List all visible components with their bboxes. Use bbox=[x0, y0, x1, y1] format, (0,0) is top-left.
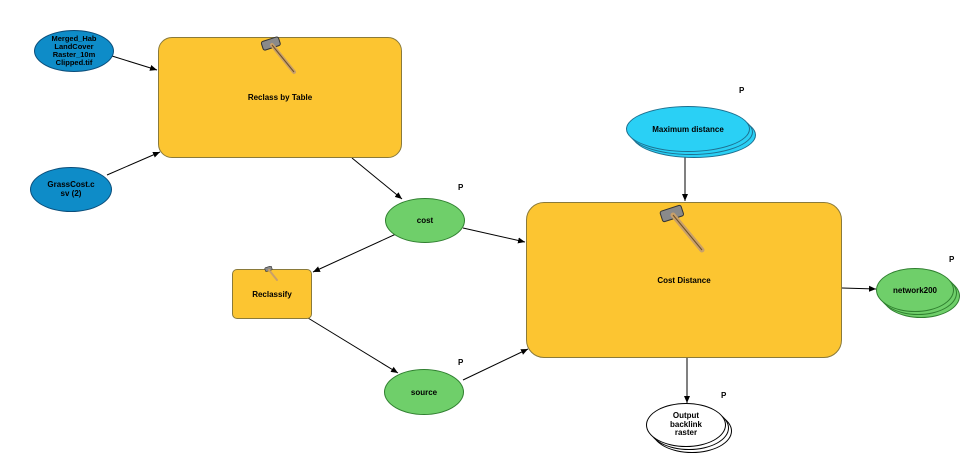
connector-reclassify-to-source bbox=[307, 317, 399, 374]
maximum-distance-label: Maximum distance bbox=[652, 124, 724, 134]
output-backlink-label-line: Output bbox=[672, 411, 700, 421]
cost-label: cost bbox=[416, 216, 434, 225]
parameter-marker: P bbox=[458, 183, 464, 192]
connector-merged-to-reclass bbox=[111, 55, 158, 71]
source-variable-node[interactable]: source bbox=[384, 369, 464, 415]
output-backlink-label-line: raster bbox=[674, 428, 698, 438]
hammer-icon bbox=[264, 266, 278, 281]
hammer-icon bbox=[260, 36, 296, 74]
network200-label: network200 bbox=[892, 285, 938, 295]
grass-cost-label-line: sv (2) bbox=[60, 188, 82, 198]
connector-cost-to-costdistance bbox=[462, 227, 526, 244]
merged-hab-label-line: Raster_10m bbox=[52, 50, 96, 59]
source-label: source bbox=[410, 387, 438, 397]
network200-output-node[interactable]: network200 bbox=[876, 268, 954, 312]
reclassify-tool[interactable]: Reclassify bbox=[232, 269, 312, 319]
merged-hab-raster-node[interactable]: Merged_Hab LandCover Raster_10m Clipped.… bbox=[34, 30, 114, 72]
output-backlink-raster-node[interactable]: Output backlink raster bbox=[646, 403, 726, 447]
merged-hab-label-line: Merged_Hab bbox=[51, 34, 97, 44]
parameter-marker: P bbox=[739, 86, 745, 95]
connector-source-to-costdistance bbox=[462, 348, 529, 381]
parameter-marker: P bbox=[458, 358, 464, 367]
merged-hab-label-line: LandCover bbox=[54, 42, 94, 52]
reclassify-label: Reclassify bbox=[252, 289, 292, 299]
cost-variable-node[interactable]: cost bbox=[385, 198, 465, 243]
output-backlink-label-line: backlink bbox=[669, 419, 702, 429]
parameter-marker: P bbox=[721, 391, 727, 400]
maximum-distance-parameter-node[interactable]: Maximum distance bbox=[626, 106, 750, 152]
connector-costdistance-to-network bbox=[841, 285, 877, 292]
connector-grasscost-to-reclass bbox=[106, 151, 161, 176]
connector-cost-to-reclassify bbox=[312, 233, 397, 273]
connector-reclass-to-cost bbox=[351, 157, 403, 200]
grass-cost-label-line: GrassCost.c bbox=[47, 180, 95, 190]
hammer-icon bbox=[659, 204, 705, 253]
cost-distance-label: Cost Distance bbox=[657, 275, 711, 285]
grass-cost-csv-node[interactable]: GrassCost.c sv (2) bbox=[30, 167, 112, 212]
parameter-marker: P bbox=[949, 255, 955, 264]
reclass-by-table-label: Reclass by Table bbox=[247, 93, 313, 102]
merged-hab-label-line: Clipped.tif bbox=[55, 57, 93, 67]
